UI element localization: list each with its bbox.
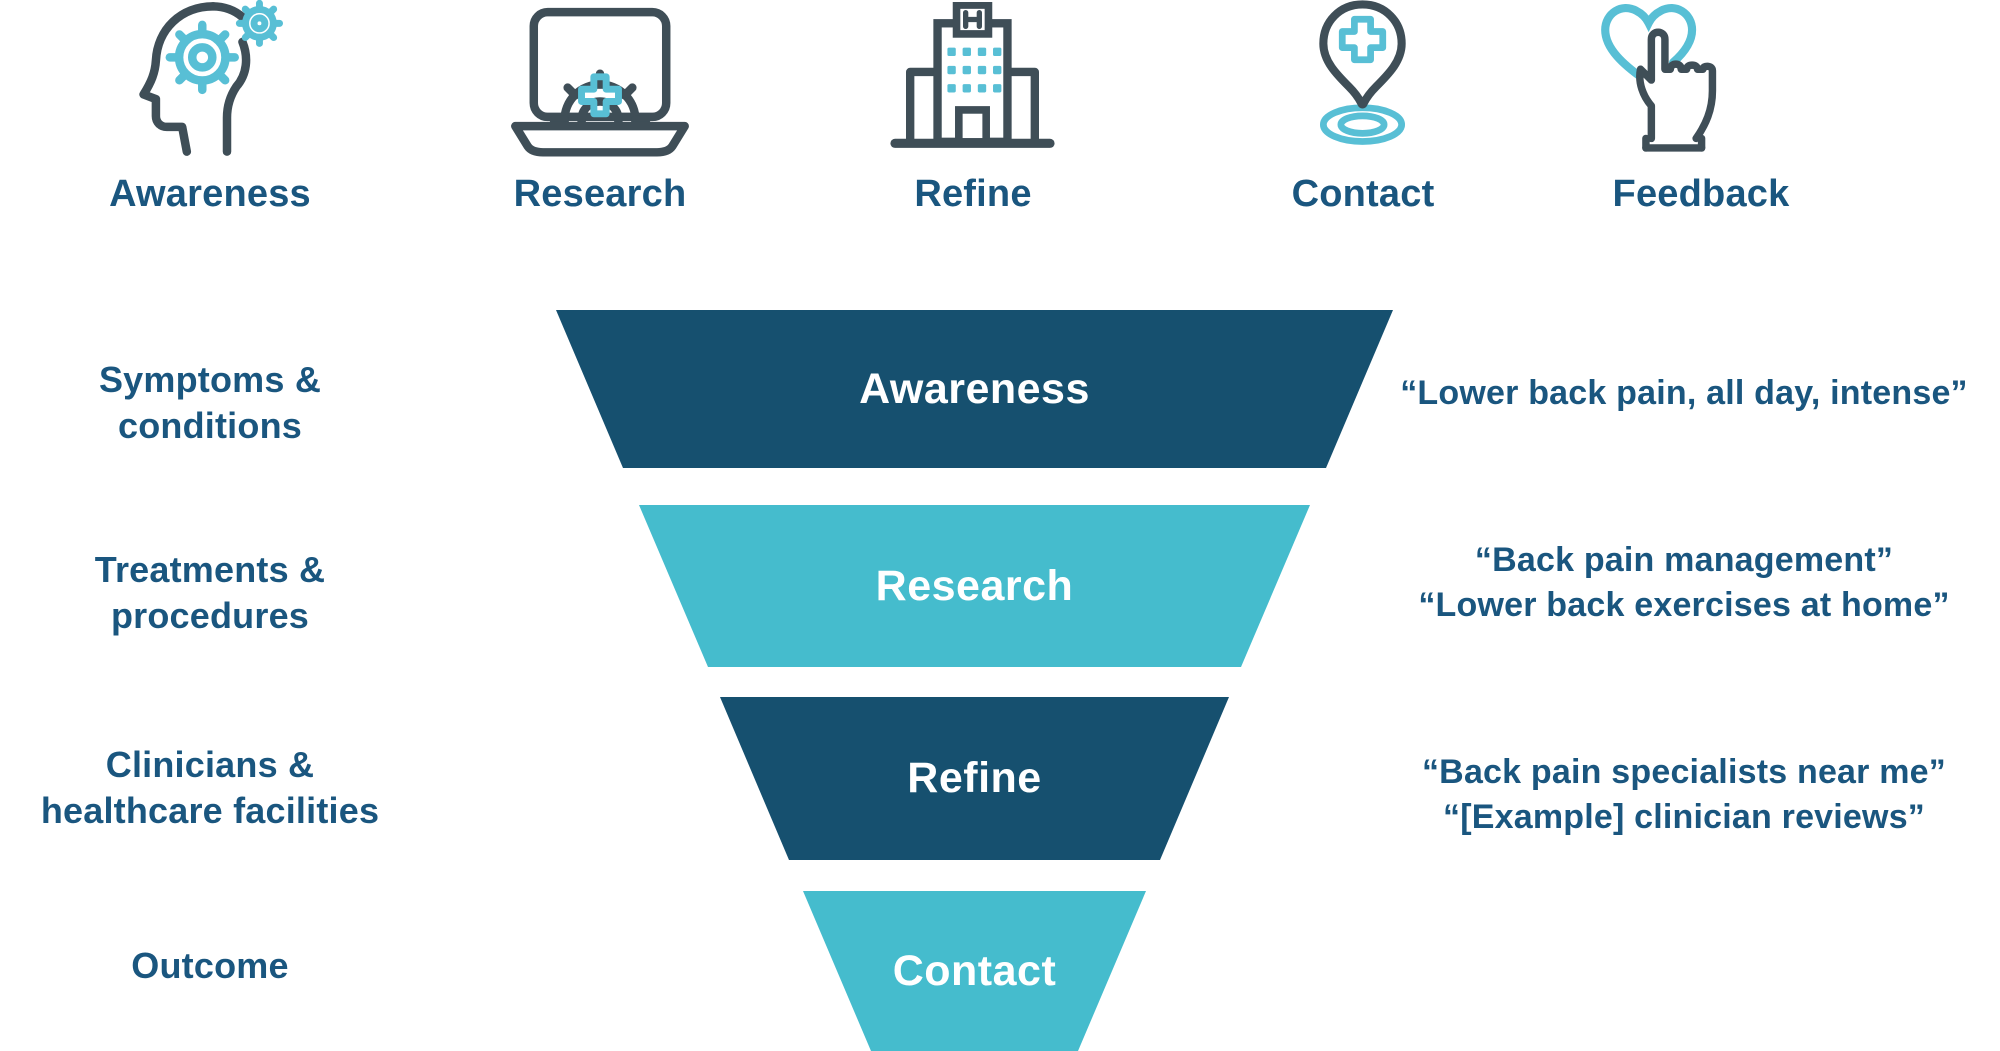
funnel-stage-label: Contact xyxy=(892,946,1057,995)
head-gears-icon xyxy=(125,0,295,158)
stage-caption-awareness: Awareness xyxy=(109,173,311,215)
side-label-line: Outcome xyxy=(131,945,289,986)
stage-column-research: Research xyxy=(460,0,740,230)
stage-column-contact: Contact xyxy=(1223,0,1503,230)
side-label-clinicians-facilities: Clinicians & healthcare facilities xyxy=(0,742,425,834)
funnel-stage-label: Research xyxy=(875,561,1074,610)
funnel-stage-refine: Refine xyxy=(720,697,1229,860)
heart-click-icon xyxy=(1594,0,1744,152)
side-label-line: healthcare facilities xyxy=(40,790,380,831)
quote-line: “Back pain management” xyxy=(1474,541,1894,579)
stage-caption-refine: Refine xyxy=(914,173,1032,215)
funnel-stage-awareness: Awareness xyxy=(556,310,1393,468)
stage-caption-research: Research xyxy=(513,173,687,215)
side-label-outcome: Outcome xyxy=(0,943,425,989)
side-label-treatments-procedures: Treatments & procedures xyxy=(0,547,425,639)
quote-line: “Back pain specialists near me” xyxy=(1421,753,1946,791)
hospital-icon xyxy=(885,2,1060,154)
funnel-stage-label: Awareness xyxy=(859,364,1090,413)
search-quote-refine: “Back pain specialists near me” “[Exampl… xyxy=(1368,750,2000,840)
side-label-symptoms-conditions: Symptoms & conditions xyxy=(0,357,425,449)
side-label-line: conditions xyxy=(118,405,302,446)
funnel-stage-contact: Contact xyxy=(803,891,1146,1051)
search-quote-research: “Back pain management” “Lower back exerc… xyxy=(1368,538,2000,628)
stage-column-refine: Refine xyxy=(833,0,1113,230)
quote-line: “[Example] clinician reviews” xyxy=(1443,798,1925,836)
side-label-line: Clinicians & xyxy=(105,744,315,785)
stage-column-feedback: Feedback xyxy=(1561,0,1841,230)
location-pin-icon xyxy=(1295,0,1430,152)
side-label-line: procedures xyxy=(110,595,310,636)
funnel-stage-label: Refine xyxy=(907,754,1042,802)
stage-caption-contact: Contact xyxy=(1291,173,1435,215)
search-quote-awareness: “Lower back pain, all day, intense” xyxy=(1368,371,2000,416)
stage-column-awareness: Awareness xyxy=(70,0,350,230)
side-label-line: Treatments & xyxy=(94,549,326,590)
stage-caption-feedback: Feedback xyxy=(1612,173,1790,215)
side-label-line: Symptoms & xyxy=(98,359,322,400)
quote-line: “Lower back pain, all day, intense” xyxy=(1400,374,1968,412)
funnel-stage-research: Research xyxy=(639,505,1310,667)
laptop-gear-icon xyxy=(495,6,705,160)
quote-line: “Lower back exercises at home” xyxy=(1418,586,1950,624)
